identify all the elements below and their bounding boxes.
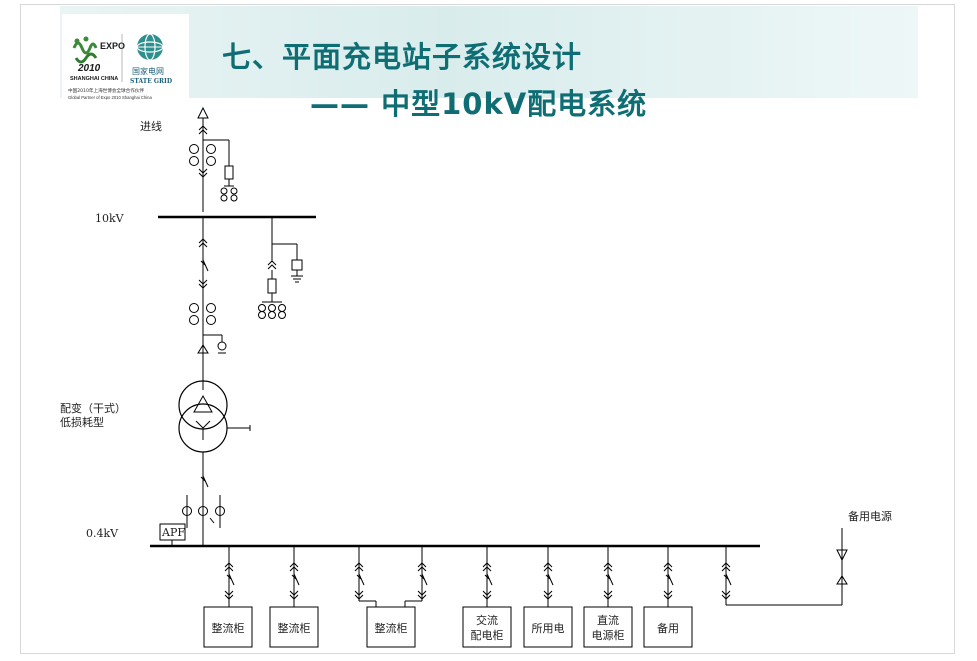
state-grid-globe-icon: [136, 33, 164, 61]
cabinet-1-label: 整流柜: [212, 621, 245, 635]
cabinet-box-3: [366, 606, 416, 648]
cabinet-2-label: 整流柜: [278, 621, 311, 635]
slide-title: 七、平面充电站子系统设计: [222, 40, 583, 74]
pt-arrester-branch: [258, 217, 303, 319]
cabinet-box-1: [203, 606, 253, 648]
slide-subtitle: —— 中型10kV配电系统: [310, 87, 648, 121]
cabinet-5-label: 所用电: [532, 622, 565, 635]
cabinet-3-label: 整流柜: [375, 621, 408, 635]
cabinet-7-label: 备用: [657, 621, 679, 635]
header-band: [60, 6, 918, 98]
cabinet-6-label-2: 电源柜: [592, 628, 625, 642]
transformer-symbol: [178, 380, 251, 453]
apf-label: APF: [161, 526, 185, 539]
logo-area: EXPO 2010 SHANGHAI CHINA 国家电网 STATE GRID…: [62, 14, 189, 106]
feeder-5: [543, 546, 554, 607]
partner-en: Global Partner of Expo 2010 Shanghai Chi…: [68, 95, 152, 100]
transformer-feeder: [189, 217, 227, 390]
transformer-label-1: 配变（干式）: [60, 401, 126, 415]
cabinet-4-label-1: 交流: [476, 613, 498, 627]
cabinet-box-7: [643, 606, 693, 648]
transformer-lv-feeder: [159, 452, 225, 546]
feeder-3: [354, 546, 428, 607]
feeder-6: [603, 546, 614, 607]
incoming-label: 进线: [140, 119, 162, 133]
cabinet-box-5: [523, 606, 573, 648]
backup-tie-feeder: [721, 528, 848, 606]
expo-text: EXPO: [100, 41, 125, 51]
feeder-7: [663, 546, 674, 607]
feeder-1: [224, 546, 235, 607]
state-grid-cn: 国家电网: [132, 66, 164, 76]
cabinet-4-label-2: 配电柜: [471, 629, 504, 642]
cabinet-box-2: [269, 606, 319, 648]
transformer-label-2: 低损耗型: [60, 415, 104, 429]
bus-04kv-label: 0.4kV: [86, 527, 119, 540]
expo-year: 2010: [77, 63, 101, 74]
cabinet-6-label-1: 直流: [597, 613, 619, 627]
state-grid-en: STATE GRID: [130, 78, 172, 85]
expo-city: SHANGHAI CHINA: [70, 76, 118, 82]
partner-cn: 中国2010年上海世博会全球合作伙伴: [68, 87, 144, 94]
feeder-2: [289, 546, 300, 607]
incoming-line: [189, 106, 238, 212]
cabinet-box-4: [462, 606, 512, 648]
bus-10kv-label: 10kV: [95, 212, 125, 225]
logo-graphic: EXPO 2010 SHANGHAI CHINA 国家电网 STATE GRID…: [68, 33, 172, 100]
slide-frame: [20, 4, 955, 654]
backup-power-label: 备用电源: [848, 509, 892, 523]
expo-logo-icon: [72, 36, 98, 64]
feeder-4: [482, 546, 493, 607]
cabinet-box-6: [583, 606, 633, 648]
